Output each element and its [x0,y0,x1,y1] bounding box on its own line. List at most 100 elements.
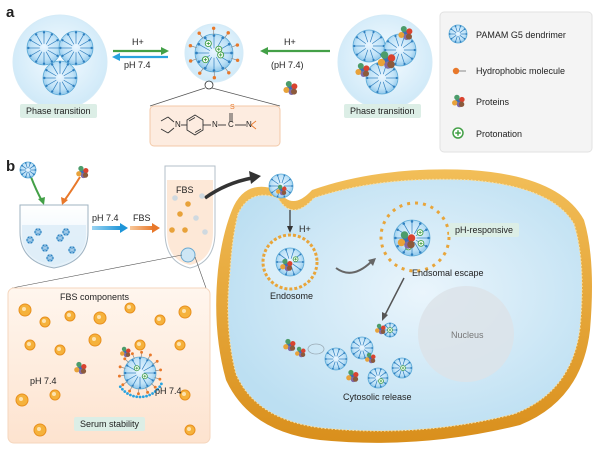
left-dendrimer-2 [58,30,94,66]
fbs-component [124,302,136,314]
cytosol-dendrimer-1 [324,347,348,371]
protonation-icon [201,56,209,64]
corona-dot [148,393,152,397]
corona-dot [138,395,142,399]
serum-stability-label: Serum stability [74,417,146,431]
cell-arrows [287,210,405,321]
right-protein-cluster-3 [398,26,413,40]
nucleus-label: Nucleus [451,330,484,340]
tube1-particle-2 [56,234,64,242]
tube1-particle-3 [68,246,76,254]
b-input-arrows [30,176,81,205]
legend-box [439,11,593,153]
protonation-icon [204,40,212,47]
fbs-component [15,393,29,407]
chemical-structure-box [149,105,281,147]
uptake-arrow [203,171,261,200]
chem-n-right: N [212,120,218,129]
ph-responsive-label: pH-responsive [449,223,520,237]
chem-s: S [230,104,235,111]
serum-protein-2 [120,346,131,358]
left-dendrimer-1 [26,30,62,66]
fbs-component [154,314,166,326]
tube1-particle-4 [46,254,54,262]
tube2-particle [177,211,183,217]
tube2-particle [193,215,199,221]
fbs-component [33,423,47,437]
corona-dot [153,390,157,393]
tube-2 [164,165,216,269]
fbs-component [18,303,32,317]
tube2-particle [199,193,205,199]
corona-dot [145,394,148,398]
fbs-component [184,424,196,436]
center-dendrimer [188,26,240,80]
ph-right-label: pH 7.4 [155,386,182,396]
legend-dendrimer-icon [448,24,468,44]
tube2-particle [182,227,188,233]
legend-hydrophobic-label: Hydrophobic molecule [476,66,566,76]
corona-dot [141,395,145,399]
cytosolic-release-label: Cytosolic release [343,392,412,402]
chem-c: C [228,120,234,129]
protonation-icon [141,373,148,380]
protonation-icon [215,45,223,53]
protonation-icon [452,127,464,139]
right-phase-transition-label: Phase transition [344,104,421,118]
protonation-icon [387,327,393,333]
step-fbs-label: FBS [133,213,151,223]
fbs-component [49,389,61,401]
left-arrow-bottom-label: pH 7.4 [124,60,151,70]
chemical-structure [160,113,246,136]
cytosol-protein-3 [346,369,359,383]
cytosol-protein-2 [295,346,306,358]
endosome-label: Endosome [270,291,314,301]
fbs-component [178,305,192,319]
right-equilibrium-arrows [260,47,330,55]
corona-dot [135,395,139,399]
corona-dot [151,392,154,395]
fbs-component [54,344,66,356]
tube1-particle-0 [26,236,34,244]
tube2-particle [169,227,175,233]
corona-dot [158,385,162,389]
b-input-protein [76,165,89,179]
cytosol-protein-5 [375,323,386,335]
pH-arrow [92,223,128,233]
panel-a-letter: a [6,4,15,21]
endosomal-escape-vesicle [379,201,451,273]
FBS-arrow [130,223,160,233]
corona-dot [126,392,129,395]
step-ph-label: pH 7.4 [92,213,119,223]
chem-n-end: N [246,120,252,129]
right-protein-cluster-2 [355,63,370,77]
fbs-component [174,339,186,351]
protonation-icon [292,256,299,263]
tube1-particle-1 [41,244,49,252]
fbs-component [64,310,76,322]
corona-dot [118,385,122,389]
endosome-protein [280,258,293,272]
fbs-component [134,339,146,351]
protonation-icon [417,240,425,247]
legend-protein-icon [452,94,465,108]
tube-fbs-label: FBS [176,185,194,195]
organelle [307,343,325,355]
cytosol-protein-1 [283,338,296,352]
tube2-particle [172,195,178,201]
right-dendrimer-1 [352,29,386,63]
tube2-particle [185,201,191,207]
serum-protein-1 [74,361,87,375]
serum-dendrimer [117,350,163,396]
corona-dot [128,393,132,397]
corona-dot [120,387,124,391]
panel-b-letter: b [6,158,16,175]
fbs-component [179,389,191,401]
left-equilibrium-arrows [112,47,169,61]
cytosol-protein-4 [365,352,376,364]
panel-a-protein [283,81,298,95]
hydrophobic-molecule-icon [452,67,466,75]
left-arrow-top-label: H+ [132,37,144,47]
fbs-components-label: FBS components [60,292,130,302]
